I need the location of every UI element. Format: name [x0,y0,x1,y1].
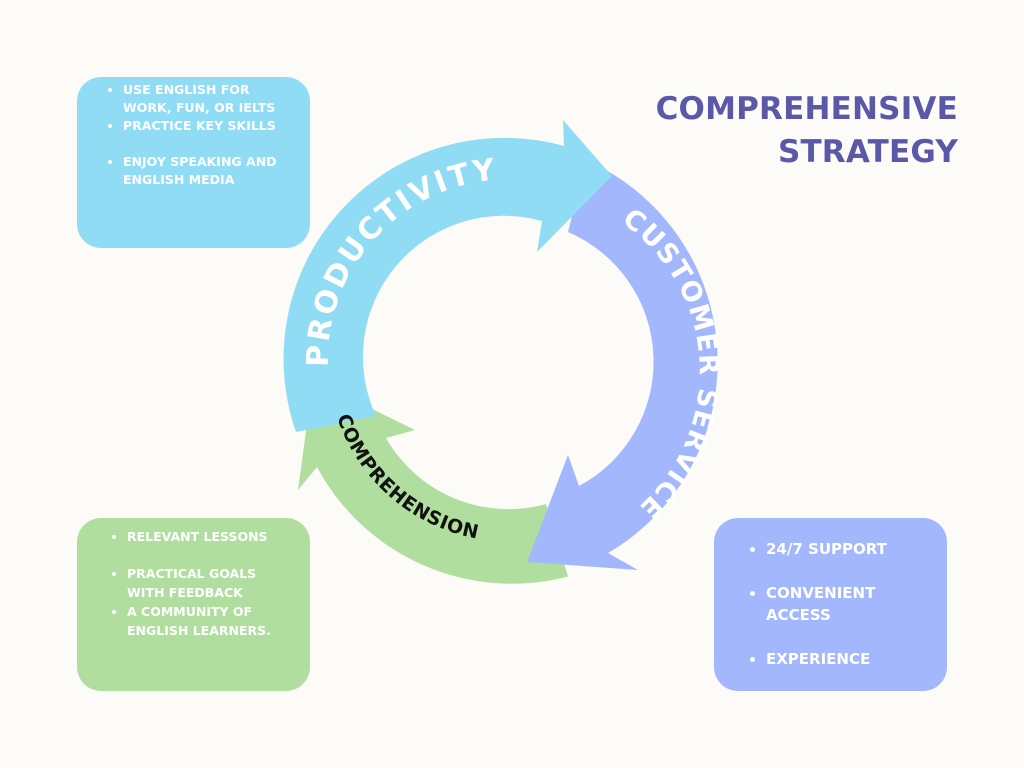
customer-service-arrow [527,160,718,570]
page-title: COMPREHENSIVE STRATEGY [656,88,958,174]
list-item: USE ENGLISH FOR WORK, FUN, OR IELTS [123,81,290,117]
list-item: PRACTICAL GOALS WITH FEEDBACK [127,564,292,602]
list-item: A COMMUNITY OF ENGLISH LEARNERS. [127,602,292,640]
list-item: RELEVANT LESSONS [127,527,292,546]
productivity-info-box: USE ENGLISH FOR WORK, FUN, OR IELTS PRAC… [77,77,310,248]
title-line-2: STRATEGY [777,134,958,170]
list-item: EXPERIENCE [766,648,931,670]
comprehension-list: RELEVANT LESSONS PRACTICAL GOALS WITH FE… [111,527,292,640]
comprehension-info-box: RELEVANT LESSONS PRACTICAL GOALS WITH FE… [77,518,310,691]
list-item: CONVENIENT ACCESS [766,582,931,626]
customer-service-info-box: 24/7 SUPPORT CONVENIENT ACCESS EXPERIENC… [714,518,947,691]
list-item: 24/7 SUPPORT [766,538,931,560]
productivity-list: USE ENGLISH FOR WORK, FUN, OR IELTS PRAC… [107,81,290,189]
title-line-1: COMPREHENSIVE [655,91,958,127]
productivity-arrow [283,120,612,432]
comprehension-arrow [298,380,568,584]
list-item: ENJOY SPEAKING AND ENGLISH MEDIA [123,153,290,189]
customer-service-list: 24/7 SUPPORT CONVENIENT ACCESS EXPERIENC… [750,538,931,670]
list-item: PRACTICE KEY SKILLS [123,117,290,135]
